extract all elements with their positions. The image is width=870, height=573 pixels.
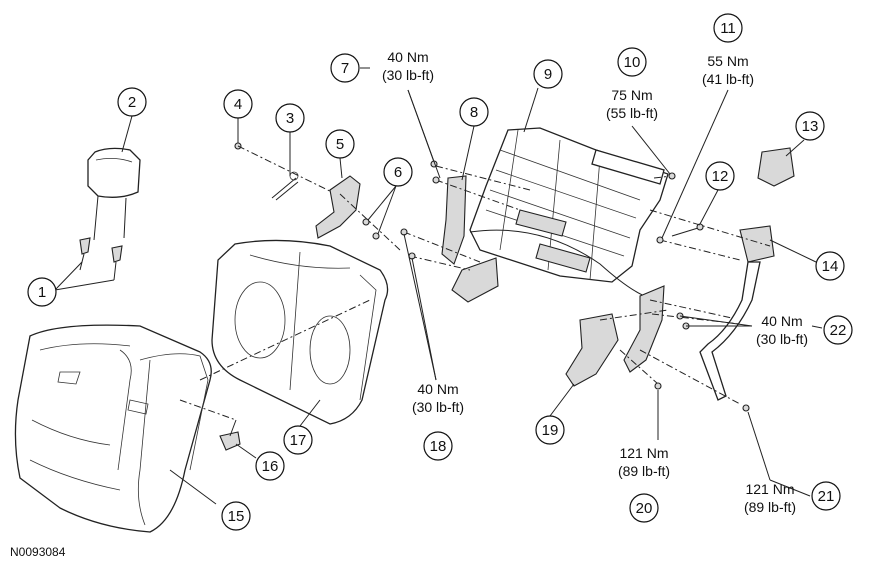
callout-19: 19 <box>535 415 565 445</box>
callout-10-torque-lbft: (55 lb-ft) <box>606 105 658 121</box>
leader-lines <box>54 67 823 505</box>
callout-5-label: 5 <box>336 136 344 153</box>
callout-15: 15 <box>221 501 251 531</box>
bolt-20 <box>654 382 662 390</box>
fastener-10 <box>668 172 676 180</box>
callout-5: 5 <box>325 129 355 159</box>
callout-19-label: 19 <box>542 422 559 439</box>
callout-22-label: 22 <box>830 322 847 339</box>
callout-16-label: 16 <box>262 458 279 475</box>
callout-4-label: 4 <box>234 96 242 113</box>
fastener-11 <box>656 236 664 244</box>
part-8-hinge-bracket <box>441 175 467 265</box>
callout-18: 40 Nm (30 lb-ft) 18 <box>412 381 464 461</box>
callout-20-label: 20 <box>636 500 653 517</box>
callout-7-torque-lbft: (30 lb-ft) <box>382 67 434 83</box>
callout-17-label: 17 <box>290 432 307 449</box>
part-3-latch-rod <box>271 171 299 201</box>
callout-16: 16 <box>255 451 285 481</box>
callout-3-label: 3 <box>286 110 294 127</box>
callout-18-torque-nm: 40 Nm <box>417 381 458 397</box>
callout-18-torque-lbft: (30 lb-ft) <box>412 399 464 415</box>
callout-7-label: 7 <box>341 60 349 77</box>
callout-22-torque-nm: 40 Nm <box>761 313 802 329</box>
callout-11: 11 55 Nm (41 lb-ft) <box>702 13 754 87</box>
callout-12-label: 12 <box>712 168 729 185</box>
part-1-headrest-guides <box>79 237 123 281</box>
callout-1: 1 <box>27 277 57 307</box>
callout-22: 40 Nm (30 lb-ft) 22 <box>756 313 853 347</box>
callout-1-label: 1 <box>38 284 46 301</box>
part-19-mount-bracket <box>565 313 619 387</box>
callout-7: 7 40 Nm (30 lb-ft) <box>330 49 434 83</box>
callout-9-label: 9 <box>544 66 552 83</box>
callout-14: 14 <box>815 251 845 281</box>
figure-id: N0093084 <box>10 545 66 559</box>
bolt-21 <box>742 404 750 412</box>
callout-21: 121 Nm (89 lb-ft) 21 <box>744 481 841 515</box>
part-12-bolt <box>671 223 704 237</box>
callout-20-torque-lbft: (89 lb-ft) <box>618 463 670 479</box>
part-14-belt-retractor <box>699 225 775 401</box>
callout-15-label: 15 <box>228 508 245 525</box>
part-6-fasteners <box>362 218 380 240</box>
callout-11-torque-lbft: (41 lb-ft) <box>702 71 754 87</box>
callout-10-torque-nm: 75 Nm <box>611 87 652 103</box>
callout-11-torque-nm: 55 Nm <box>707 53 748 69</box>
callout-9: 9 <box>533 59 563 89</box>
fastener-7b <box>432 176 440 184</box>
callout-20-torque-nm: 121 Nm <box>619 445 668 461</box>
part-2-headrest <box>87 147 141 241</box>
callout-2-label: 2 <box>128 94 136 111</box>
callout-11-label: 11 <box>720 20 736 37</box>
callout-22-torque-lbft: (30 lb-ft) <box>756 331 808 347</box>
callout-8: 8 <box>459 97 489 127</box>
callout-13: 13 <box>795 111 825 141</box>
callout-7-torque-nm: 40 Nm <box>387 49 428 65</box>
callout-6: 6 <box>383 157 413 187</box>
part-16-clip <box>219 419 241 451</box>
callout-10-label: 10 <box>624 54 641 71</box>
part-right-hinge <box>623 285 665 373</box>
callout-6-label: 6 <box>394 164 402 181</box>
callout-10: 10 75 Nm (55 lb-ft) <box>606 47 658 121</box>
part-15-seat-cover <box>14 324 212 533</box>
callout-3: 3 <box>275 103 305 133</box>
part-5-bracket <box>315 175 361 239</box>
callout-13-label: 13 <box>802 118 819 135</box>
callout-14-label: 14 <box>822 258 839 275</box>
part-13-retractor-cover <box>757 147 795 187</box>
callout-12: 12 <box>705 161 735 191</box>
callout-21-torque-nm: 121 Nm <box>745 481 794 497</box>
callout-8-label: 8 <box>470 104 478 121</box>
callout-4: 4 <box>223 89 253 119</box>
callout-20: 121 Nm (89 lb-ft) 20 <box>618 445 670 523</box>
callout-17: 17 <box>283 425 313 455</box>
callout-21-torque-lbft: (89 lb-ft) <box>744 499 796 515</box>
callout-2: 2 <box>117 87 147 117</box>
part-17-seatback-pad <box>211 239 389 425</box>
callout-21-label: 21 <box>818 488 835 505</box>
part-9-seat-frame <box>469 127 669 283</box>
callout-18-label: 18 <box>430 438 447 455</box>
